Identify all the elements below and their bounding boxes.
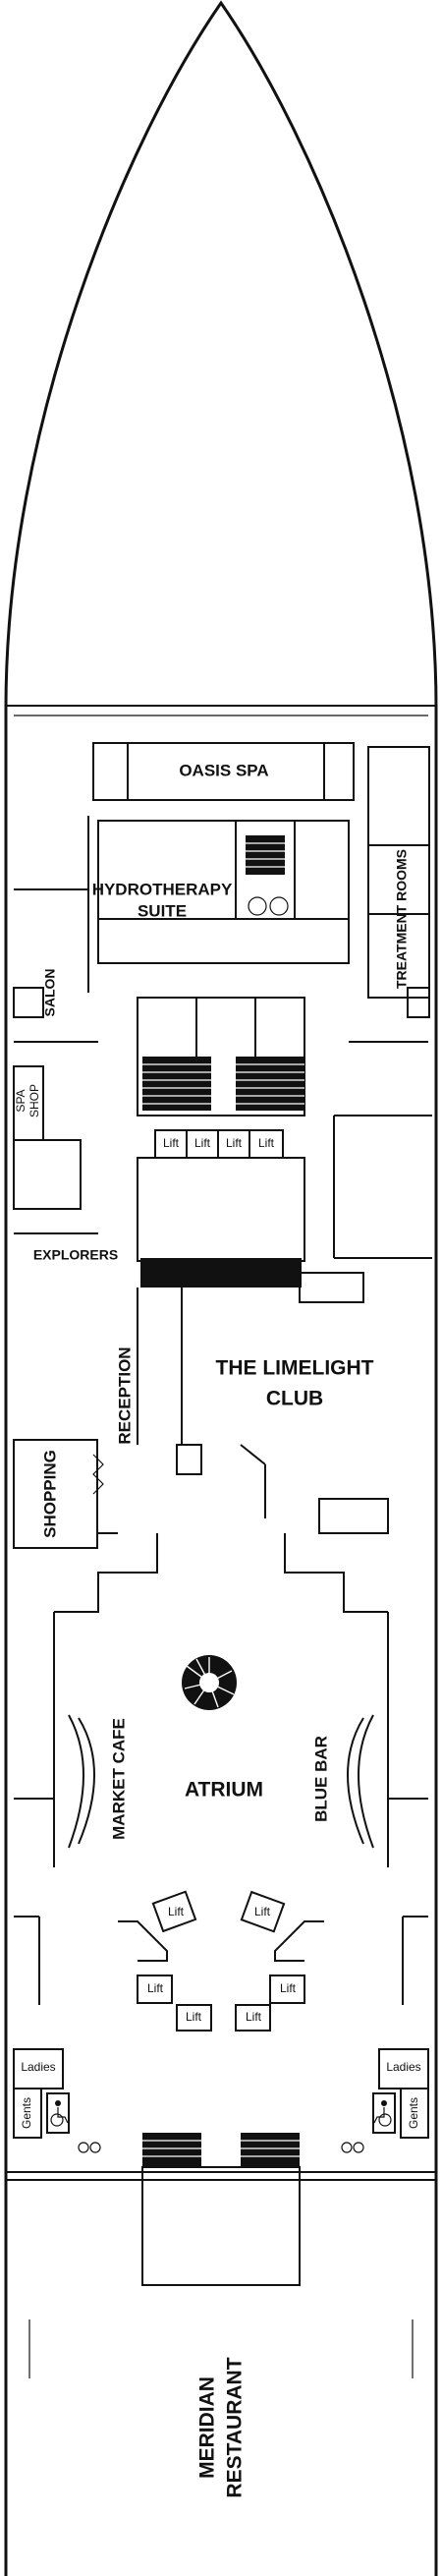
atrium-label: ATRIUM	[185, 1779, 263, 1802]
limelight-club-label-2: CLUB	[266, 1388, 323, 1410]
shopping-label: SHOPPING	[40, 1450, 59, 1538]
aft-stair-block	[78, 2133, 364, 2286]
ladies-label: Ladies	[386, 2060, 420, 2074]
limelight-club-label: THE LIMELIGHT	[216, 1357, 374, 1380]
spa-shop-label: SPA	[14, 1089, 28, 1112]
lift-label: Lift	[280, 1981, 297, 1995]
hydrotherapy-stair	[246, 835, 289, 916]
lift-label: Lift	[226, 1136, 243, 1150]
explorers-label: EXPLORERS	[33, 1247, 118, 1263]
wheelchair-icon	[373, 2100, 392, 2127]
salon-label: SALON	[42, 969, 58, 1017]
meridian-restaurant	[6, 2171, 436, 2378]
hydrotherapy-suite-label-2: SUITE	[138, 901, 187, 920]
lift-label: Lift	[186, 2010, 202, 2024]
spa-area	[13, 742, 430, 1018]
hydrotherapy-suite-label: HYDROTHERAPY	[92, 880, 233, 898]
atrium-structure	[14, 1533, 428, 1867]
shopping-area	[13, 1439, 118, 1549]
reception-limelight-walls	[137, 1115, 432, 1534]
lift-label: Lift	[258, 1136, 275, 1150]
lift-label: Lift	[163, 1136, 180, 1150]
lift-label: Lift	[254, 1905, 271, 1918]
reception-label: RECEPTION	[115, 1346, 134, 1444]
hull-outline	[4, 0, 438, 2576]
blue-bar-label: BLUE BAR	[311, 1736, 330, 1822]
forward-stair-block	[14, 997, 428, 1116]
treatment-rooms-label: TREATMENT ROOMS	[394, 849, 410, 989]
ladies-label: Ladies	[21, 2060, 55, 2074]
gents-label: Gents	[20, 2097, 33, 2129]
oasis-spa-label: OASIS SPA	[179, 761, 268, 779]
meridian-restaurant-label: MERIDIAN	[196, 2376, 219, 2479]
spa-shop-area	[13, 1065, 98, 1234]
forward-lift-bank: Lift Lift Lift Lift	[137, 1129, 305, 1288]
lift-label: Lift	[246, 2010, 262, 2024]
gents-label: Gents	[407, 2097, 420, 2129]
spa-shop-label-2: SHOP	[28, 1084, 41, 1117]
wheelchair-icon	[50, 2100, 69, 2127]
market-cafe-label: MARKET CAFE	[109, 1718, 128, 1840]
aft-lift-lobby: Lift Lift Lift Lift Lift Lift	[14, 1890, 428, 2032]
meridian-restaurant-label-2: RESTAURANT	[224, 2357, 247, 2497]
spiral-staircase-icon	[182, 1655, 237, 1710]
lift-label: Lift	[194, 1136, 211, 1150]
lift-label: Lift	[147, 1981, 164, 1995]
lift-label: Lift	[168, 1905, 185, 1918]
restrooms	[13, 2048, 429, 2139]
